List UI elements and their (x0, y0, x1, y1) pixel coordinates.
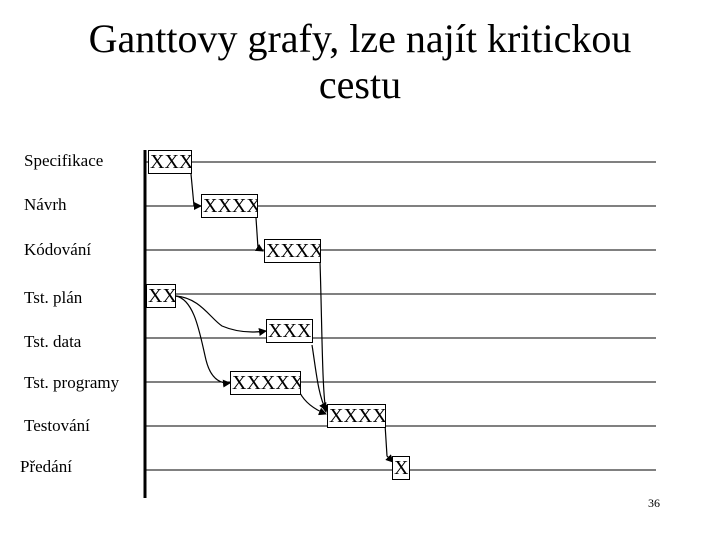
row-label-kodovani: Kódování (24, 240, 92, 259)
page-number: 36 (648, 496, 660, 510)
arrow-tst-plan-to-tst-data (175, 295, 267, 336)
task-box-tst-data: XXX (266, 319, 313, 343)
row-label-navrh: Návrh (24, 195, 67, 214)
task-box-testovani: XXXX (327, 404, 386, 428)
row-label-tst-plan: Tst. plán (24, 288, 83, 307)
row-label-predani: Předání (20, 457, 72, 476)
row-label-specifikace: Specifikace (24, 151, 104, 170)
arrow-specifikace-to-navrh (190, 173, 202, 210)
row-label-tst-data: Tst. data (24, 332, 82, 351)
task-box-predani: X (392, 456, 410, 480)
task-box-tst-plan: XX (146, 284, 176, 308)
task-box-tst-programy: XXXXX (230, 371, 301, 395)
arrow-testovani-to-predani (384, 423, 394, 463)
task-box-navrh: XXXX (201, 194, 258, 218)
arrow-tst-plan-to-tst-programy (175, 295, 231, 388)
slide-title: Ganttovy grafy, lze najít kritickou cest… (40, 16, 680, 108)
slide-title-line-1: Ganttovy grafy, lze najít kritickou (88, 16, 632, 61)
row-label-tst-programy: Tst. programy (24, 373, 120, 392)
task-box-specifikace: XXX (148, 150, 192, 174)
arrow-navrh-to-kodovani (254, 217, 264, 252)
arrow-tst-programy-to-testovani (299, 392, 327, 416)
row-label-testovani: Testování (24, 416, 90, 435)
task-box-kodovani: XXXX (264, 239, 321, 263)
arrow-kodovani-to-testovani (319, 261, 329, 413)
arrow-tst-data-to-testovani (311, 344, 327, 411)
slide-title-line-2: cestu (318, 62, 402, 107)
